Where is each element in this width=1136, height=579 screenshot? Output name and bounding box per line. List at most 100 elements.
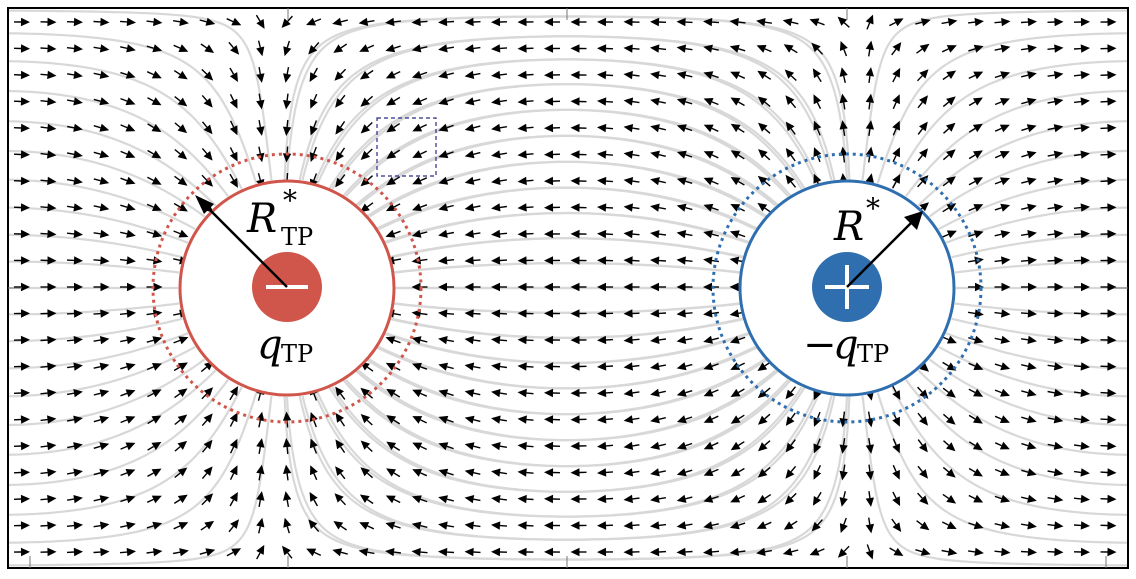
field-arrow-shaft (994, 442, 1002, 447)
field-arrow-shaft (120, 419, 128, 424)
field-arrow-shaft (147, 149, 154, 155)
field-arrow-head (99, 495, 110, 504)
field-arrow-head (597, 229, 607, 239)
field-arrow-head (358, 548, 369, 557)
field-arrow-head (650, 335, 660, 344)
field-arrow-shaft (526, 365, 534, 368)
field-arrow-head (703, 362, 714, 371)
field-arrow-head (1107, 494, 1117, 504)
field-arrow-shaft (1021, 442, 1029, 447)
field-arrow-head (335, 151, 344, 162)
field-arrow-shaft (764, 74, 772, 80)
field-arrow-head (676, 203, 687, 212)
streamline (8, 358, 206, 427)
field-arrow-shaft (632, 444, 640, 447)
field-arrow-head (650, 44, 660, 53)
field-arrow-shaft (446, 392, 454, 397)
field-arrow-head (757, 468, 768, 478)
field-arrow-head (946, 122, 956, 132)
field-arrow-shaft (968, 522, 976, 526)
field-arrow-head (517, 468, 527, 477)
field-arrow-shaft (258, 119, 261, 128)
field-arrow-shaft (420, 472, 428, 477)
field-arrow-head (73, 389, 83, 398)
field-arrow-head (597, 70, 607, 80)
field-arrow-head (229, 492, 238, 502)
streamline (301, 385, 838, 541)
field-arrow-shaft (313, 473, 318, 481)
field-arrow-shaft (764, 387, 771, 393)
field-arrow-head (99, 389, 110, 398)
field-arrow-shaft (711, 180, 719, 185)
field-arrow-head (730, 415, 741, 424)
field-arrow-shaft (393, 258, 402, 261)
field-arrow-head (1027, 17, 1037, 27)
field-arrow-head (151, 441, 162, 451)
field-arrow-head (517, 150, 527, 159)
field-arrow-shaft (173, 499, 181, 504)
field-arrow-head (309, 492, 318, 502)
field-arrow-shaft (226, 18, 234, 23)
field-arrow-head (283, 491, 292, 501)
field-arrow-head (47, 70, 57, 80)
field-arrow-head (919, 69, 929, 79)
streamline (861, 9, 1128, 181)
field-arrow-head (411, 256, 422, 265)
field-arrow-head (203, 493, 214, 503)
field-arrow-shaft (258, 446, 261, 455)
field-arrow-shaft (286, 40, 291, 48)
field-arrow-head (784, 495, 795, 505)
field-arrow-head (438, 389, 449, 398)
field-arrow-shaft (446, 72, 454, 76)
field-arrow-head (256, 517, 265, 528)
field-arrow-shaft (711, 127, 719, 132)
field-arrow-head (865, 497, 874, 507)
field-arrow-shaft (93, 46, 101, 50)
field-arrow-shaft (968, 21, 976, 24)
streamline (876, 392, 1128, 544)
field-arrow-head (597, 335, 607, 345)
field-arrow-shaft (685, 48, 693, 51)
streamline (928, 358, 1128, 427)
field-arrow-shaft (201, 499, 208, 506)
field-arrow-head (813, 147, 822, 157)
field-arrow-head (412, 416, 423, 424)
field-arrow-head (151, 70, 162, 79)
field-arrow-shaft (1073, 365, 1082, 368)
field-arrow-shaft (790, 48, 798, 54)
field-arrow-shaft (892, 438, 897, 446)
field-arrow-head (1028, 282, 1037, 292)
field-arrow-head (203, 439, 213, 450)
field-arrow-shaft (941, 521, 949, 526)
field-arrow-shaft (229, 147, 235, 154)
field-arrow-head (946, 149, 956, 159)
field-arrow-head (623, 17, 633, 27)
field-arrow-shaft (843, 545, 850, 552)
field-arrow-head (839, 41, 848, 51)
field-arrow-head (544, 150, 554, 159)
field-arrow-shaft (120, 258, 128, 262)
field-arrow-head (256, 491, 265, 501)
left-radius-arrow (204, 204, 288, 288)
field-arrow-head (151, 150, 162, 159)
field-arrow-shaft (393, 525, 401, 529)
field-arrow-head (309, 125, 318, 136)
field-arrow-shaft (994, 101, 1002, 106)
field-arrow-head (73, 44, 83, 53)
field-arrow-head (865, 444, 874, 454)
field-arrow-head (308, 519, 318, 529)
field-arrow-shaft (120, 366, 128, 370)
field-arrow-shaft (393, 313, 402, 316)
field-arrow-head (20, 388, 30, 398)
field-arrow-shaft (738, 494, 746, 500)
field-arrow-head (517, 388, 527, 398)
field-arrow-shaft (93, 259, 101, 262)
field-arrow-shaft (866, 544, 871, 552)
field-arrow-head (283, 73, 292, 83)
field-arrow-shaft (764, 181, 771, 187)
field-arrow-shaft (146, 366, 154, 371)
field-arrow-head (892, 496, 901, 507)
streamline (876, 32, 1128, 184)
field-arrow-shaft (915, 549, 923, 553)
streamline (8, 60, 243, 190)
